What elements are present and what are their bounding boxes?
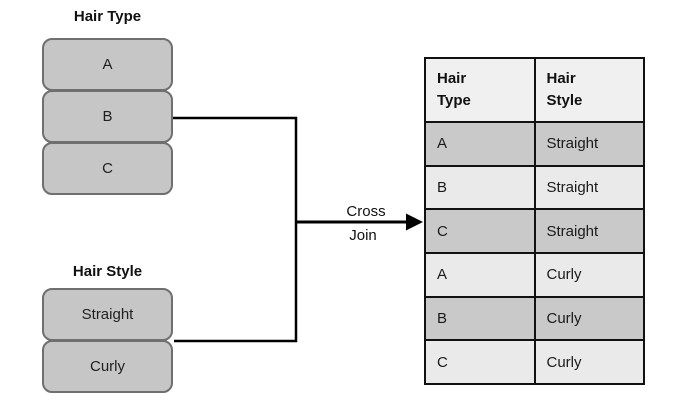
cell-hair-style: Curly	[533, 339, 645, 385]
node-label: Straight	[81, 306, 134, 323]
hair-style-group-title: Hair Style	[72, 263, 143, 280]
hair-type-group-title: Hair Type	[73, 8, 142, 25]
cell-hair-type: B	[424, 295, 536, 342]
table-row: C Straight	[424, 208, 645, 254]
cell-hair-type: C	[424, 208, 536, 254]
table-row: B Straight	[424, 164, 645, 211]
cell-hair-style: Straight	[533, 208, 645, 254]
node-label: B	[102, 108, 113, 125]
cell-hair-type: B	[424, 164, 536, 211]
header-hair-type: Hair Type	[424, 57, 536, 123]
table-row: A Curly	[424, 251, 645, 298]
table-row: B Curly	[424, 295, 645, 342]
hair-style-node-straight: Straight	[42, 288, 173, 341]
cell-hair-style: Straight	[533, 121, 645, 167]
cross-join-label-line2: Join	[349, 227, 377, 244]
table-header-row: Hair Type Hair Style	[424, 57, 645, 123]
cell-hair-type: C	[424, 339, 536, 385]
cell-hair-type: A	[424, 121, 536, 167]
node-label: Curly	[89, 358, 125, 375]
cell-hair-style: Curly	[533, 251, 645, 298]
header-hair-style: Hair Style	[533, 57, 645, 123]
arrowhead-icon	[406, 213, 423, 231]
cell-hair-style: Curly	[533, 295, 645, 342]
cell-hair-style: Straight	[533, 164, 645, 211]
cell-hair-type: A	[424, 251, 536, 298]
bracket-line	[173, 116, 298, 343]
node-label: C	[102, 160, 113, 177]
hair-style-node-curly: Curly	[42, 340, 173, 393]
cross-join-result-table: Hair Type Hair Style A Straight B Straig…	[424, 57, 645, 385]
table-row: A Straight	[424, 121, 645, 167]
table-row: C Curly	[424, 339, 645, 385]
node-label: A	[102, 56, 113, 73]
hair-type-node-a: A	[42, 38, 173, 91]
hair-type-node-c: C	[42, 142, 173, 195]
cross-join-label-line1: Cross	[346, 203, 386, 220]
hair-type-node-b: B	[42, 90, 173, 143]
